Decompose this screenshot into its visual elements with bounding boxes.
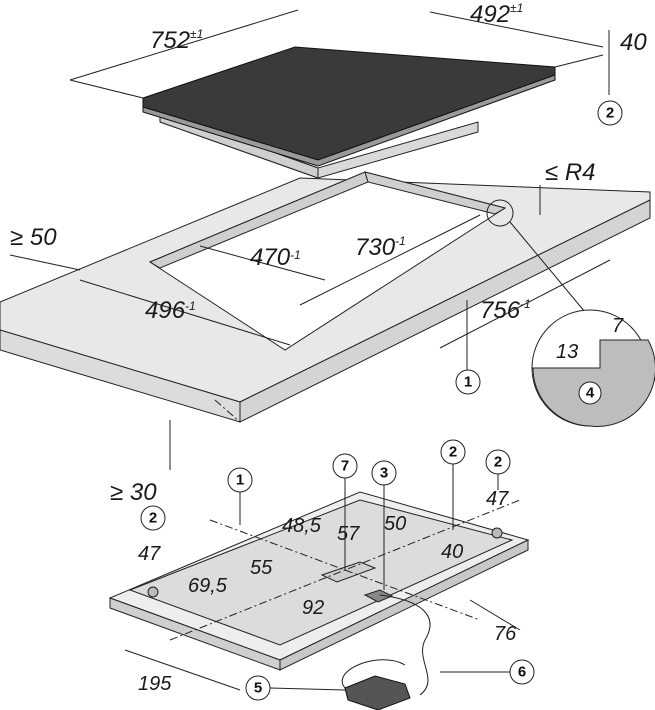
svg-text:2: 2 <box>494 454 502 471</box>
dim-48-5: 48,5 <box>282 515 322 537</box>
detail-7: 7 <box>612 315 624 337</box>
dim-line-496 <box>79 279 291 346</box>
svg-text:7: 7 <box>341 458 349 475</box>
dim-756: 756-1 <box>480 297 531 324</box>
foot-right <box>491 527 503 539</box>
callout-5: 5 <box>245 675 271 701</box>
cable-connector <box>344 675 411 710</box>
hob-appliance <box>142 46 556 179</box>
svg-text:2: 2 <box>149 510 157 527</box>
dim-50-b: 50 <box>384 513 406 535</box>
hob-underside <box>108 491 530 710</box>
dim-730: 730-1 <box>355 234 406 261</box>
power-cable <box>379 594 431 696</box>
callout-2-bottom-mid: 2 <box>440 439 466 465</box>
dim-69-5: 69,5 <box>188 575 228 597</box>
callout-1-bottom: 1 <box>227 467 253 493</box>
callout-4: 4 <box>578 381 602 405</box>
dim-496: 496-1 <box>145 297 196 324</box>
callout-7: 7 <box>332 453 358 479</box>
dim-40-b: 40 <box>441 541 463 563</box>
dim-line-76 <box>469 599 521 631</box>
dim-line-752 <box>69 9 299 81</box>
svg-text:4: 4 <box>586 385 595 402</box>
svg-text:6: 6 <box>518 664 526 681</box>
detail-13: 13 <box>556 341 578 363</box>
svg-text:5: 5 <box>254 680 262 697</box>
dim-55: 55 <box>250 557 273 579</box>
dim-92: 92 <box>302 597 324 619</box>
dim-ext-1 <box>69 79 144 99</box>
worktop <box>0 171 651 423</box>
dim-line-470 <box>199 245 326 281</box>
terminal-block <box>363 589 394 603</box>
dim-line-756 <box>439 259 611 349</box>
glass-ceramic-top <box>142 46 556 161</box>
callout-2-bottom-left: 2 <box>140 505 166 531</box>
callout-1-top: 1 <box>455 369 481 395</box>
svg-text:3: 3 <box>380 465 388 482</box>
dim-line-730 <box>299 214 481 306</box>
svg-text:1: 1 <box>236 472 244 489</box>
cutout-rim-right <box>364 171 507 215</box>
detail-leader <box>509 221 591 319</box>
dim-line-50 <box>9 254 81 271</box>
callout-2-bottom-right: 2 <box>485 449 511 475</box>
dim-40: 40 <box>620 29 647 56</box>
dim-470: 470-1 <box>250 244 301 271</box>
dim-line-492 <box>429 11 604 48</box>
dim-R4: ≤ R4 <box>545 159 596 186</box>
glass-edge <box>142 74 556 167</box>
dim-line-195 <box>124 649 241 691</box>
dim-47-right: 47 <box>486 488 509 510</box>
callout-3: 3 <box>371 460 397 486</box>
callout-6: 6 <box>509 659 535 685</box>
dim-76: 76 <box>494 623 517 645</box>
dim-50: ≥ 50 <box>10 224 57 251</box>
dim-57: 57 <box>337 523 360 545</box>
leader-5 <box>269 687 346 691</box>
dim-47-left: 47 <box>138 543 161 565</box>
underside-front <box>279 539 529 671</box>
svg-text:1: 1 <box>464 374 472 391</box>
dim-195: 195 <box>138 673 172 695</box>
dim-752: 752±1 <box>150 27 203 54</box>
callout-2-top: 2 <box>597 100 623 126</box>
dim-492: 492±1 <box>470 1 523 28</box>
svg-text:2: 2 <box>449 444 457 461</box>
cable-loop <box>341 659 406 689</box>
foot-left <box>147 586 159 598</box>
dim-30: ≥ 30 <box>110 479 157 506</box>
svg-text:2: 2 <box>606 105 614 122</box>
underside-body <box>128 499 514 646</box>
connection-box <box>320 561 377 583</box>
dim-ext-2 <box>554 54 604 68</box>
detail-circle: 13 7 <box>531 309 655 427</box>
break-line-front <box>214 399 241 423</box>
detail-marker <box>486 199 514 227</box>
